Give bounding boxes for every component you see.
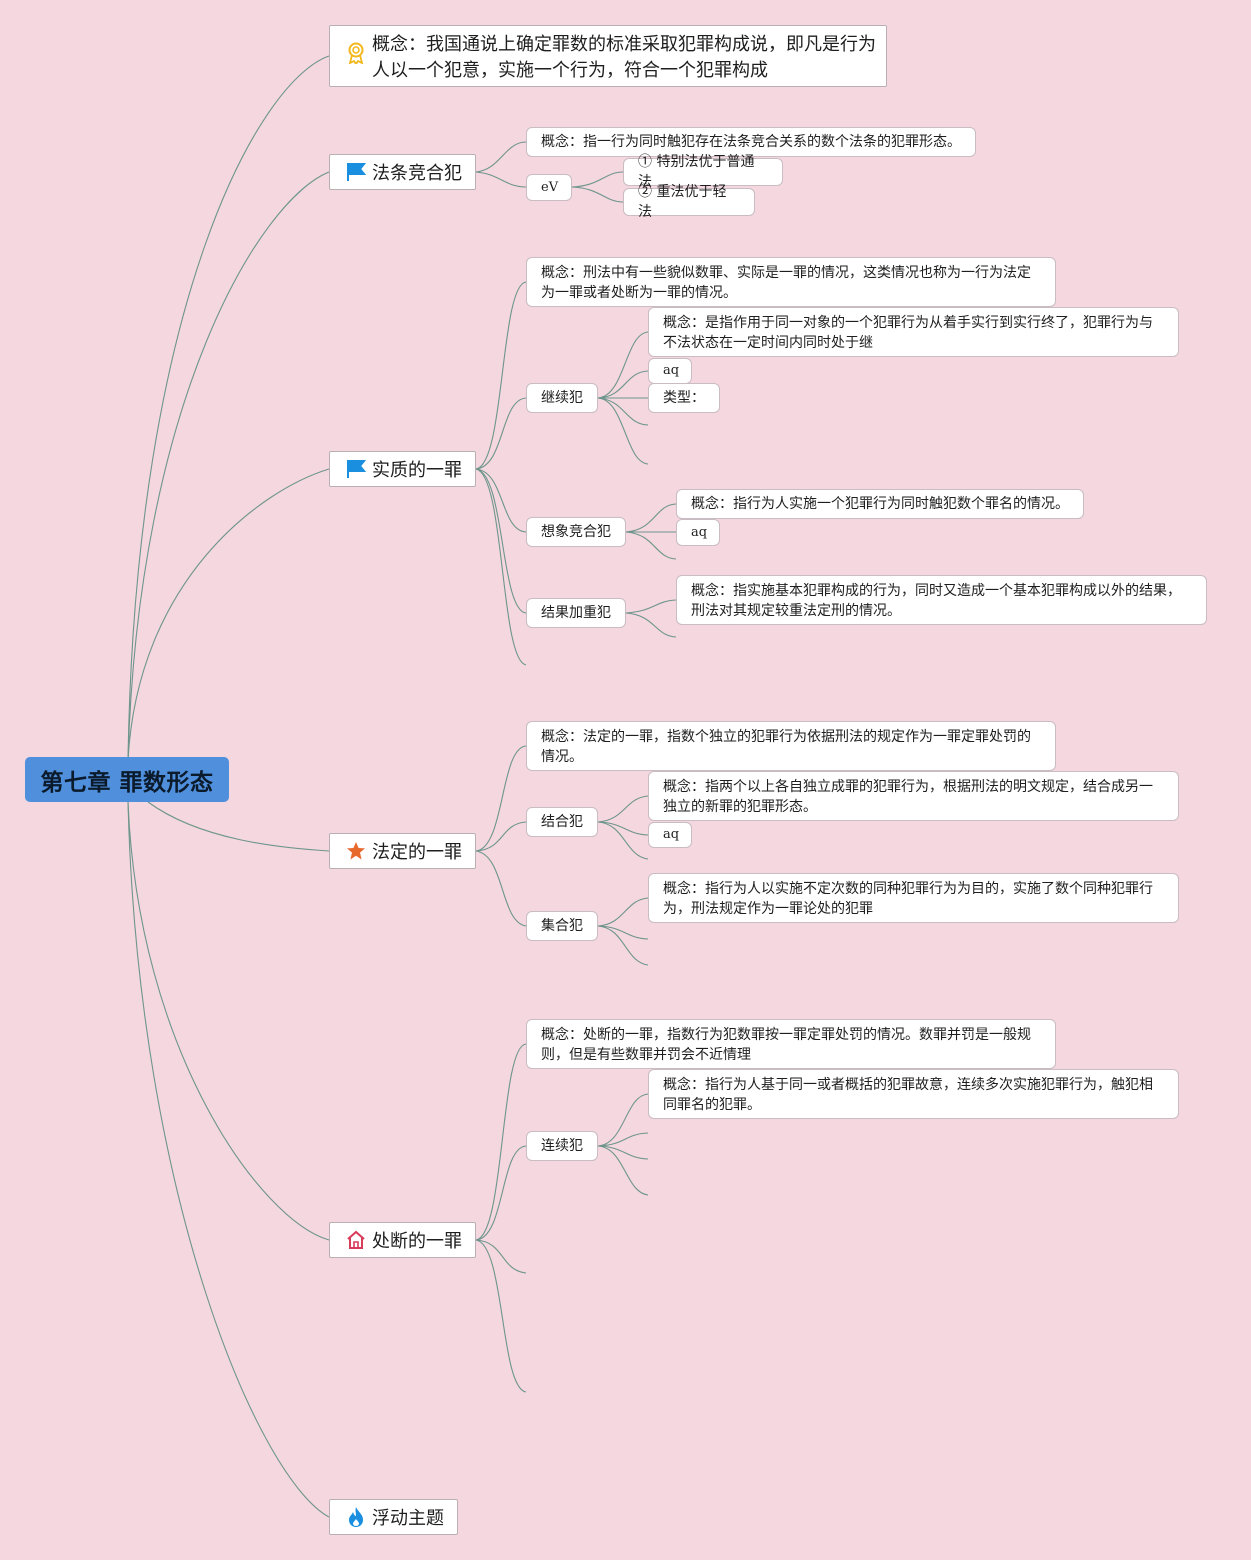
root-topic-label: 第七章 罪数形态 [40,769,214,796]
xiangxiang-concept[interactable]: 概念：指行为人实施一个犯罪行为同时触犯数个罪名的情况。 [676,489,1084,519]
topic-fading-label: 法定的一罪 [372,842,462,863]
shizhi-jieguo[interactable]: 结果加重犯 [526,598,626,628]
topic-fatiao-label: 法条竞合犯 [372,163,462,184]
topic-concept[interactable]: 概念：我国通说上确定罪数的标准采取犯罪构成说，即凡是行为人以一个犯意，实施一个行… [329,25,887,87]
fading-jiehe-label: 结合犯 [541,814,583,830]
shizhi-jixu[interactable]: 继续犯 [526,383,598,413]
xiangxiang-aq-text: aq [691,524,708,540]
fatiao-rule-2[interactable]: ② 重法优于轻法 [623,184,755,220]
shizhi-xiangxiang[interactable]: 想象竞合犯 [526,517,626,547]
fatiao-rule-2-text: ② 重法优于轻法 [638,184,727,220]
fading-concept[interactable]: 概念：法定的一罪，指数个独立的犯罪行为依据刑法的规定作为一罪定罪处罚的情况。 [526,721,1056,771]
jixu-aq-text: aq [663,363,680,378]
star-icon [344,840,368,862]
chuduan-lianxu[interactable]: 连续犯 [526,1131,598,1161]
fading-jihe-label: 集合犯 [541,918,583,934]
jiehe-aq[interactable]: aq [648,822,692,848]
home-icon [344,1229,368,1251]
topic-shizhi[interactable]: 实质的一罪 [329,451,476,487]
fading-jiehe[interactable]: 结合犯 [526,807,598,837]
jiehe-concept-text: 概念：指两个以上各自独立成罪的犯罪行为，根据刑法的明文规定，结合成另一独立的新罪… [663,779,1153,815]
shizhi-jieguo-label: 结果加重犯 [541,605,611,621]
xiangxiang-aq[interactable]: aq [676,519,720,546]
jixu-type[interactable]: 类型： [648,383,720,413]
chuduan-concept-text: 概念：处断的一罪，指数行为犯数罪按一罪定罪处罚的情况。数罪并罚是一般规则，但是有… [541,1027,1031,1063]
jixu-type-text: 类型： [663,390,705,406]
shizhi-concept-text: 概念：刑法中有一些貌似数罪、实际是一罪的情况，这类情况也称为一行为法定为一罪或者… [541,265,1031,301]
fading-concept-text: 概念：法定的一罪，指数个独立的犯罪行为依据刑法的规定作为一罪定罪处罚的情况。 [541,729,1031,765]
jiehe-aq-text: aq [663,827,680,842]
fatiao-ev-text: eV [541,179,559,195]
flag-icon [344,161,368,183]
jiehe-concept[interactable]: 概念：指两个以上各自独立成罪的犯罪行为，根据刑法的明文规定，结合成另一独立的新罪… [648,771,1179,821]
topic-floating[interactable]: 浮动主题 [329,1499,458,1535]
shizhi-xiangxiang-label: 想象竞合犯 [541,524,611,540]
topic-concept-text: 概念：我国通说上确定罪数的标准采取犯罪构成说，即凡是行为人以一个犯意，实施一个行… [372,34,876,81]
fatiao-rule-1-text: ① 特别法优于普通法 [638,154,755,190]
fatiao-ev[interactable]: eV [526,174,572,201]
fading-jihe[interactable]: 集合犯 [526,911,598,941]
jieguo-concept-text: 概念：指实施基本犯罪构成的行为，同时又造成一个基本犯罪构成以外的结果，刑法对其规… [691,583,1181,619]
lianxu-concept[interactable]: 概念：指行为人基于同一或者概括的犯罪故意，连续多次实施犯罪行为，触犯相同罪名的犯… [648,1069,1179,1119]
flag-icon [344,458,368,480]
fatiao-rule-1[interactable]: ① 特别法优于普通法 [623,154,783,190]
root-topic[interactable]: 第七章 罪数形态 [25,757,229,802]
jixu-concept-text: 概念：是指作用于同一对象的一个犯罪行为从着手实行到实行终了，犯罪行为与不法状态在… [663,315,1153,351]
jixu-aq[interactable]: aq [648,358,692,384]
topic-fading[interactable]: 法定的一罪 [329,833,476,869]
flame-icon [344,1506,368,1528]
jieguo-concept[interactable]: 概念：指实施基本犯罪构成的行为，同时又造成一个基本犯罪构成以外的结果，刑法对其规… [676,575,1207,625]
topic-chuduan[interactable]: 处断的一罪 [329,1222,476,1258]
topic-fatiao[interactable]: 法条竞合犯 [329,154,476,190]
chuduan-concept[interactable]: 概念：处断的一罪，指数行为犯数罪按一罪定罪处罚的情况。数罪并罚是一般规则，但是有… [526,1019,1056,1069]
shizhi-jixu-label: 继续犯 [541,390,583,406]
topic-shizhi-label: 实质的一罪 [372,460,462,481]
xiangxiang-concept-text: 概念：指行为人实施一个犯罪行为同时触犯数个罪名的情况。 [691,496,1069,512]
fatiao-concept-text: 概念：指一行为同时触犯存在法条竞合关系的数个法条的犯罪形态。 [541,134,961,150]
topic-chuduan-label: 处断的一罪 [372,1231,462,1252]
chuduan-lianxu-label: 连续犯 [541,1138,583,1154]
jihe-concept[interactable]: 概念：指行为人以实施不定次数的同种犯罪行为为目的，实施了数个同种犯罪行为，刑法规… [648,873,1179,923]
fatiao-concept[interactable]: 概念：指一行为同时触犯存在法条竞合关系的数个法条的犯罪形态。 [526,127,976,157]
jihe-concept-text: 概念：指行为人以实施不定次数的同种犯罪行为为目的，实施了数个同种犯罪行为，刑法规… [663,881,1153,917]
shizhi-concept[interactable]: 概念：刑法中有一些貌似数罪、实际是一罪的情况，这类情况也称为一行为法定为一罪或者… [526,257,1056,307]
lianxu-concept-text: 概念：指行为人基于同一或者概括的犯罪故意，连续多次实施犯罪行为，触犯相同罪名的犯… [663,1077,1153,1113]
topic-floating-label: 浮动主题 [372,1508,444,1529]
award-ribbon-icon [344,42,368,64]
jixu-concept[interactable]: 概念：是指作用于同一对象的一个犯罪行为从着手实行到实行终了，犯罪行为与不法状态在… [648,307,1179,357]
